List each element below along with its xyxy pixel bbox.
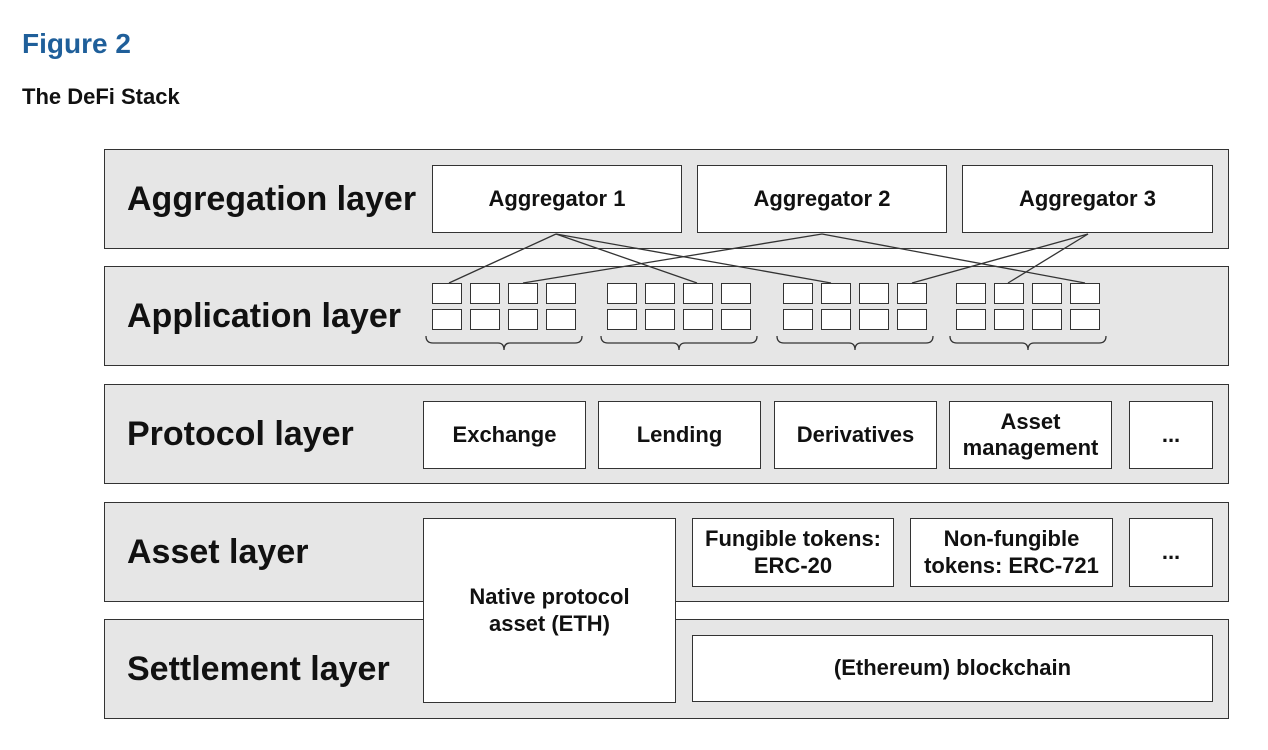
app-mini-box (546, 309, 576, 330)
app-mini-box (1070, 283, 1100, 304)
aggregator-1-box: Aggregator 1 (432, 165, 682, 233)
protocol-layer-label: Protocol layer (127, 414, 354, 453)
asset-management-box: Asset management (949, 401, 1112, 469)
app-mini-box (821, 283, 851, 304)
figure-title: The DeFi Stack (22, 84, 180, 109)
app-mini-box (508, 283, 538, 304)
app-mini-box (897, 309, 927, 330)
app-mini-box (683, 283, 713, 304)
non-fungible-tokens-box: Non-fungible tokens: ERC-721 (910, 518, 1113, 587)
settlement-layer-label: Settlement layer (127, 649, 390, 688)
app-mini-box (645, 309, 675, 330)
figure-label: Figure 2 (22, 28, 131, 59)
asset-layer-label: Asset layer (127, 532, 309, 571)
app-mini-box (956, 283, 986, 304)
app-mini-box (683, 309, 713, 330)
application-layer-label: Application layer (127, 296, 401, 335)
app-mini-box (546, 283, 576, 304)
app-mini-box (470, 309, 500, 330)
app-mini-box (721, 283, 751, 304)
app-mini-box (645, 283, 675, 304)
app-mini-box (821, 309, 851, 330)
app-mini-box (432, 283, 462, 304)
app-mini-box (1032, 309, 1062, 330)
derivatives-box: Derivatives (774, 401, 937, 469)
app-mini-box (859, 283, 889, 304)
fungible-tokens-box: Fungible tokens: ERC-20 (692, 518, 894, 587)
app-mini-box (994, 283, 1024, 304)
blockchain-box: (Ethereum) blockchain (692, 635, 1213, 702)
app-mini-box (1032, 283, 1062, 304)
app-mini-box (1070, 309, 1100, 330)
aggregator-3-box: Aggregator 3 (962, 165, 1213, 233)
asset-more-box: ... (1129, 518, 1213, 587)
app-mini-box (721, 309, 751, 330)
aggregation-layer-label: Aggregation layer (127, 179, 417, 218)
app-mini-box (432, 309, 462, 330)
app-mini-box (897, 283, 927, 304)
app-mini-box (508, 309, 538, 330)
app-mini-box (607, 283, 637, 304)
app-mini-box (470, 283, 500, 304)
app-mini-box (607, 309, 637, 330)
app-mini-box (859, 309, 889, 330)
native-protocol-asset-box: Native protocol asset (ETH) (423, 518, 676, 703)
app-mini-box (783, 283, 813, 304)
lending-box: Lending (598, 401, 761, 469)
app-mini-box (783, 309, 813, 330)
aggregator-2-box: Aggregator 2 (697, 165, 947, 233)
protocol-more-box: ... (1129, 401, 1213, 469)
app-mini-box (956, 309, 986, 330)
exchange-box: Exchange (423, 401, 586, 469)
app-mini-box (994, 309, 1024, 330)
